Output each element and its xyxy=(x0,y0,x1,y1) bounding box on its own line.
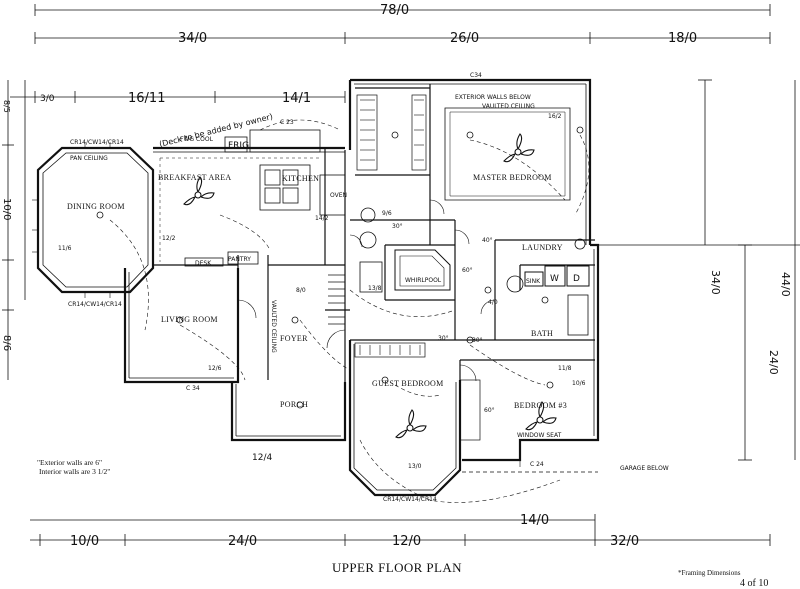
room-labels: DINING ROOM BREAKFAST AREA KITCHEN LIVIN… xyxy=(67,173,567,410)
dim-sub-b: 16/11 xyxy=(128,91,165,106)
label-whirlpool: WHIRLPOOL xyxy=(405,277,442,284)
page-title: UPPER FLOOR PLAN xyxy=(332,560,462,575)
wall-note-line2: Interior walls are 3 1/2" xyxy=(39,467,110,476)
label-c24: C 24 xyxy=(530,461,544,468)
label-angle-40: 40° xyxy=(482,237,493,244)
dim-left-b: 10/0 xyxy=(1,198,12,220)
laundry-appliances xyxy=(524,265,590,287)
label-dim-11-8: 11/8 xyxy=(558,365,572,372)
dim-top-mid: 26/0 xyxy=(450,31,479,46)
label-c23: C 23 xyxy=(280,119,294,126)
dimension-labels: 78/0 34/0 26/0 18/0 3/0 16/11 14/1 34/0 … xyxy=(1,3,792,549)
dimension-lines xyxy=(2,4,800,546)
room-breakfast: BREAKFAST AREA xyxy=(158,173,231,182)
label-dim-8-0: 8/0 xyxy=(296,287,306,294)
label-desk: DESK xyxy=(195,260,212,267)
dim-bottom-b: 24/0 xyxy=(228,534,257,549)
room-foyer: FOYER xyxy=(280,334,308,343)
label-dim-12-2: 12/2 xyxy=(162,235,176,242)
room-bedroom3: BEDROOM #3 xyxy=(514,401,567,410)
label-window-bay: CR14/CW14/CR14 xyxy=(383,496,437,503)
label-c34-bottom: C 34 xyxy=(186,385,200,392)
label-angle-30c: 30° xyxy=(472,337,483,344)
label-angle-60a: 60° xyxy=(462,267,473,274)
label-frig: FRIG xyxy=(228,141,249,151)
dim-right-upper: 34/0 xyxy=(709,270,722,295)
dim-right-overall: 44/0 xyxy=(779,272,792,297)
label-angle-30b: 30° xyxy=(438,335,449,342)
label-dim-16-2: 16/2 xyxy=(548,113,562,120)
dim-bottom-e: 32/0 xyxy=(610,534,639,549)
room-laundry: LAUNDRY xyxy=(522,243,563,252)
label-pantry: PANTRY xyxy=(228,256,251,263)
ceiling-fan-icon xyxy=(525,401,557,431)
label-dim-10-6: 10/6 xyxy=(572,380,586,387)
ceiling-fan-icon xyxy=(503,133,535,163)
closet-rods xyxy=(359,99,424,355)
kitchen-counters xyxy=(184,129,346,267)
label-garage-below: GARAGE BELOW xyxy=(620,465,669,472)
label-dim-13-0: 13/0 xyxy=(408,463,422,470)
label-window-seat: WINDOW SEAT xyxy=(517,432,562,439)
wiring-arcs xyxy=(109,119,590,503)
framing-note: *Framing Dimensions xyxy=(678,569,741,577)
window-marks xyxy=(32,142,521,467)
room-porch: PORCH xyxy=(280,400,308,409)
label-angle-30a: 30° xyxy=(392,223,403,230)
annotation-labels: PAN CEILING FRIG FWG COOL PANTRY DESK OV… xyxy=(58,72,669,503)
room-master: MASTER BEDROOM xyxy=(473,173,552,182)
room-guest: GUEST BEDROOM xyxy=(372,379,444,388)
ceiling-fan-icon xyxy=(395,409,427,439)
dim-sub-c: 14/1 xyxy=(282,91,311,106)
label-dim-11-6: 11/6 xyxy=(58,245,72,252)
light-fixture-symbols xyxy=(96,126,584,409)
label-angle-60b: 60° xyxy=(484,407,495,414)
dim-bottom-a: 10/0 xyxy=(70,534,99,549)
label-dim-12-6: 12/6 xyxy=(208,365,222,372)
dim-right-lower: 24/0 xyxy=(767,350,780,375)
dim-left-a: 8/5 xyxy=(2,100,11,113)
label-sink: SINK xyxy=(526,278,541,285)
label-window-top: CR14/CW14/CR14 xyxy=(70,139,124,146)
sheet-number: 4 of 10 xyxy=(740,578,768,589)
door-swings xyxy=(237,199,496,382)
dim-top-right: 18/0 xyxy=(668,31,697,46)
label-exterior-walls-below: EXTERIOR WALLS BELOW xyxy=(455,94,531,101)
stair-treads xyxy=(328,274,345,325)
dim-sub-a: 3/0 xyxy=(40,94,55,104)
label-dim-13-8: 13/8 xyxy=(368,285,382,292)
dim-bottom-c: 12/0 xyxy=(392,534,421,549)
deck-note: (Deck to be added by owner) xyxy=(158,112,273,149)
label-window-side: CR14/CW14/CR14 xyxy=(68,301,122,308)
label-c34-top: C34 xyxy=(470,72,482,79)
dim-bottom-d: 14/0 xyxy=(520,513,549,528)
room-bath: BATH xyxy=(531,329,553,338)
label-washer: W xyxy=(550,274,559,284)
bath-fixtures xyxy=(359,207,589,336)
label-dryer: D xyxy=(573,274,580,284)
master-vaulted-outline xyxy=(159,107,571,262)
label-fwg-cool: FWG COOL xyxy=(180,136,214,143)
label-vaulted-ceiling: VAULTED CEILING xyxy=(482,103,535,110)
room-kitchen: KITCHEN xyxy=(282,174,319,183)
dim-left-c: 8/6 xyxy=(1,335,12,351)
label-oven: OVEN xyxy=(330,192,347,199)
dim-overall-top: 78/0 xyxy=(380,3,409,18)
room-dining: DINING ROOM xyxy=(67,202,125,211)
label-pan-ceiling: PAN CEILING xyxy=(70,155,108,162)
room-living: LIVING ROOM xyxy=(161,315,218,324)
dim-porch-width: 12/4 xyxy=(252,453,272,463)
label-dim-14-2: 14/2 xyxy=(315,215,329,222)
ceiling-fan-icons xyxy=(183,133,557,439)
wall-note: "Exterior walls are 6" Interior walls ar… xyxy=(37,458,110,476)
closet-hatching xyxy=(354,94,481,441)
label-dim-4-0: 4/0 xyxy=(488,299,498,306)
label-vaulted-ceiling-foyer: VAULTED CEILING xyxy=(270,300,277,353)
whirlpool-tub xyxy=(394,249,451,291)
label-dim-9-6: 9/6 xyxy=(382,210,392,217)
dim-top-left: 34/0 xyxy=(178,31,207,46)
ceiling-fan-icon xyxy=(183,176,215,206)
wall-note-line1: "Exterior walls are 6" xyxy=(37,458,102,467)
